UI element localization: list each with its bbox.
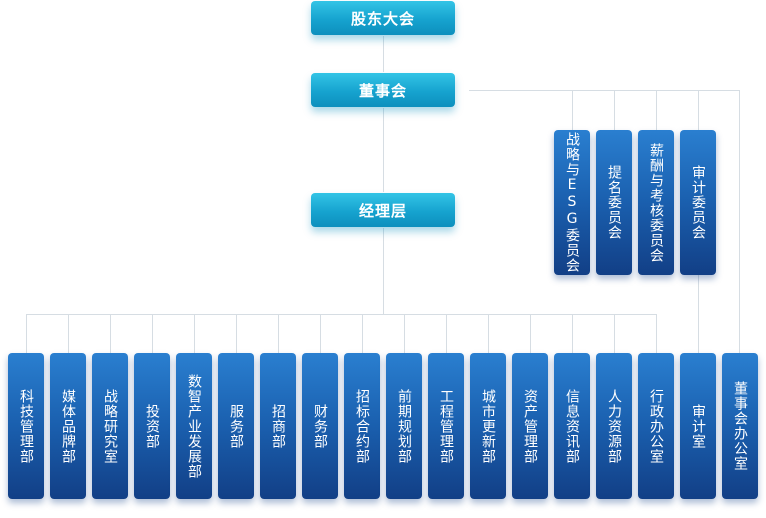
committee-label: 薪酬与考核委员会 xyxy=(648,142,664,263)
department-label: 数智产业发展部 xyxy=(186,373,202,479)
department-box: 投资部 xyxy=(134,353,170,499)
department-box: 信息资讯部 xyxy=(554,353,590,499)
node-shareholders-meeting: 股东大会 xyxy=(311,1,455,35)
department-box: 数智产业发展部 xyxy=(176,353,212,499)
department-label: 人力资源部 xyxy=(606,388,622,464)
committee-label: 提名委员会 xyxy=(606,165,622,240)
department-label: 招标合约部 xyxy=(354,388,370,464)
department-label: 投资部 xyxy=(144,403,160,449)
committee-label: 审计委员会 xyxy=(690,165,706,240)
department-box: 财务部 xyxy=(302,353,338,499)
committee-audit: 审计委员会 xyxy=(680,130,716,275)
node-board-of-directors: 董事会 xyxy=(311,73,455,107)
department-box: 媒体品牌部 xyxy=(50,353,86,499)
department-box: 服务部 xyxy=(218,353,254,499)
department-label: 前期规划部 xyxy=(396,388,412,464)
department-box: 科技管理部 xyxy=(8,353,44,499)
department-box: 资产管理部 xyxy=(512,353,548,499)
department-box: 招标合约部 xyxy=(344,353,380,499)
department-box: 招商部 xyxy=(260,353,296,499)
node-board-of-directors-label: 董事会 xyxy=(358,81,407,100)
department-box: 董事会办公室 xyxy=(722,353,758,499)
department-box: 战略研究室 xyxy=(92,353,128,499)
node-management: 经理层 xyxy=(311,193,455,227)
department-label: 信息资讯部 xyxy=(564,388,580,464)
department-box: 审计室 xyxy=(680,353,716,499)
department-label: 招商部 xyxy=(270,403,286,449)
department-label: 服务部 xyxy=(228,403,244,449)
department-label: 审计室 xyxy=(690,403,706,449)
committee-strategy-esg: 战略与ESG委员会 xyxy=(554,130,590,275)
department-label: 资产管理部 xyxy=(522,388,538,464)
node-management-label: 经理层 xyxy=(358,201,407,220)
department-label: 战略研究室 xyxy=(102,388,118,464)
department-label: 媒体品牌部 xyxy=(60,388,76,464)
department-label: 董事会办公室 xyxy=(732,381,748,471)
department-label: 工程管理部 xyxy=(438,388,454,464)
department-box: 行政办公室 xyxy=(638,353,674,499)
department-box: 人力资源部 xyxy=(596,353,632,499)
department-box: 城市更新部 xyxy=(470,353,506,499)
committee-nomination: 提名委员会 xyxy=(596,130,632,275)
department-box: 前期规划部 xyxy=(386,353,422,499)
department-label: 行政办公室 xyxy=(648,388,664,464)
committee-remuneration: 薪酬与考核委员会 xyxy=(638,130,674,275)
department-box: 工程管理部 xyxy=(428,353,464,499)
department-label: 城市更新部 xyxy=(480,388,496,464)
node-shareholders-meeting-label: 股东大会 xyxy=(350,9,415,28)
department-label: 科技管理部 xyxy=(18,388,34,464)
committee-label: 战略与ESG委员会 xyxy=(564,132,580,273)
department-label: 财务部 xyxy=(312,403,328,449)
